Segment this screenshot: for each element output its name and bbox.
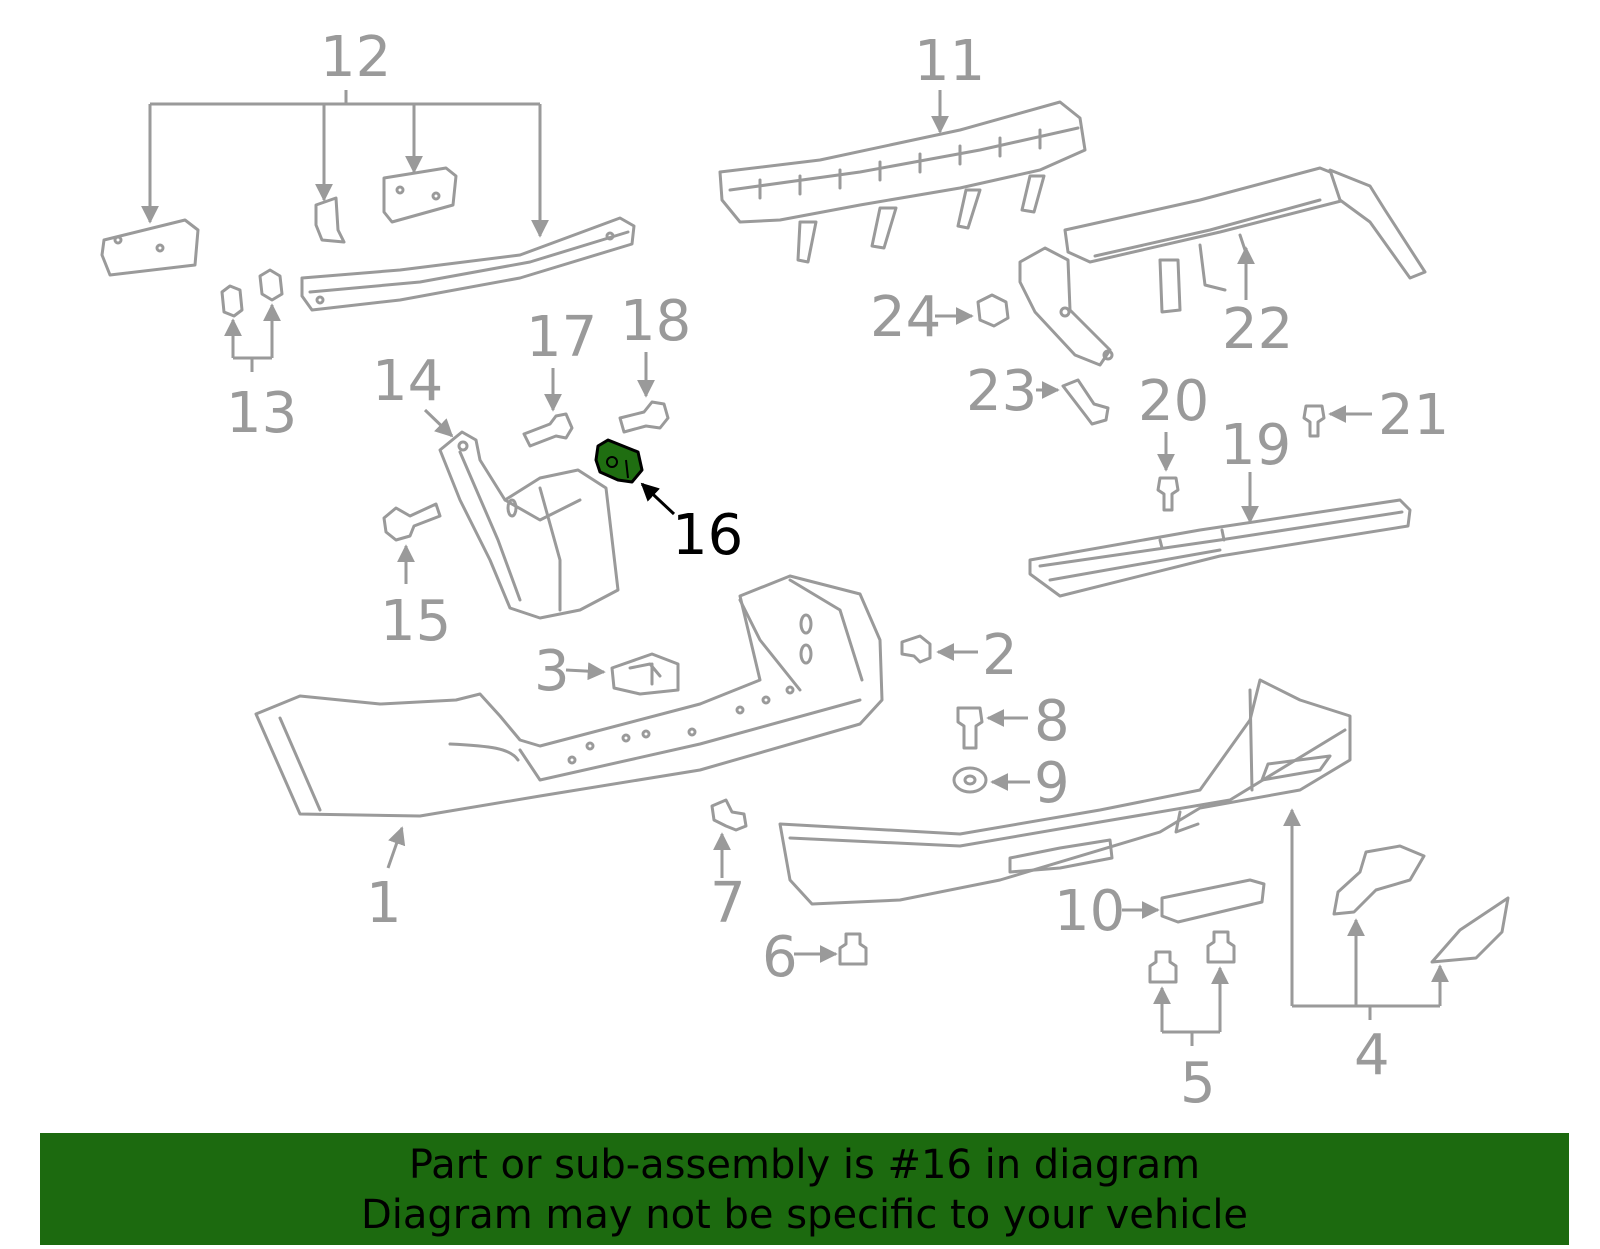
callout-8: 8 (1034, 689, 1070, 754)
reinforcement-bar (300, 216, 636, 312)
callout-21: 21 (1378, 383, 1449, 448)
part-2-group (900, 634, 978, 664)
part-23-group (1036, 378, 1110, 426)
nut-13b (258, 268, 284, 302)
bracket-small (314, 196, 346, 244)
bumper-cover (254, 574, 884, 818)
callout-14: 14 (372, 349, 443, 414)
callout-2: 2 (982, 623, 1018, 688)
corner-cover-a (1332, 844, 1426, 916)
banner-line-2: Diagram may not be specific to your vehi… (360, 1192, 1249, 1238)
callout-24: 24 (870, 285, 941, 350)
hitch-frame (1063, 166, 1347, 264)
pad-10 (1160, 878, 1266, 924)
side-bracket (438, 430, 620, 620)
part-7-group (710, 798, 748, 878)
part-3-group (565, 652, 680, 696)
corner-cover-b (1430, 896, 1510, 964)
callout-9: 9 (1034, 751, 1070, 816)
part-9-group (952, 766, 1030, 794)
nut-24 (976, 293, 1010, 328)
energy-absorber (718, 100, 1087, 224)
bracket-mid (382, 166, 458, 224)
part-21-group (1302, 404, 1372, 438)
step-bumper (778, 678, 1352, 906)
callout-7: 7 (710, 871, 746, 936)
part-11-group (718, 90, 1087, 264)
callout-16: 16 (672, 503, 743, 568)
part-4-group (778, 678, 1510, 1020)
callout-13: 13 (226, 381, 297, 446)
screw-18 (618, 400, 670, 434)
callout-17: 17 (526, 305, 597, 370)
callout-20: 20 (1138, 369, 1209, 434)
callout-10: 10 (1054, 879, 1125, 944)
callout-11: 11 (914, 29, 985, 94)
screw-5b (1206, 930, 1236, 964)
part-15-group (382, 502, 442, 584)
screw-5a (1148, 950, 1178, 984)
screw-2 (900, 634, 932, 664)
callout-22: 22 (1222, 297, 1293, 362)
callout-4: 4 (1354, 1023, 1390, 1088)
info-banner: Part or sub-assembly is #16 in diagram D… (40, 1133, 1569, 1245)
nut-13a (220, 284, 244, 318)
callout-1: 1 (366, 871, 402, 936)
part-20-group (1156, 432, 1180, 512)
callout-5: 5 (1180, 1051, 1216, 1116)
screw-6 (838, 932, 868, 966)
callout-15: 15 (380, 589, 451, 654)
part-1-group (254, 574, 884, 869)
part-16-group[interactable] (594, 438, 676, 516)
clip-17 (522, 412, 574, 448)
part-18-group (618, 352, 670, 434)
callout-3: 3 (534, 639, 570, 704)
callout-6: 6 (762, 925, 798, 990)
highlighted-part-16 (594, 438, 644, 484)
screw-21 (1302, 404, 1326, 438)
part-13-group (220, 268, 284, 372)
part-10-group (1122, 878, 1266, 924)
bolt-8 (956, 706, 984, 750)
part-14-group (423, 408, 620, 620)
banner-line-1: Part or sub-assembly is #16 in diagram (408, 1142, 1201, 1188)
screw-7 (710, 798, 748, 832)
push-clip-15 (382, 502, 442, 542)
part-19-group (1028, 472, 1412, 598)
bracket-left (100, 218, 200, 277)
callout-23: 23 (966, 359, 1037, 424)
screw-20 (1156, 476, 1180, 512)
step-pad (1028, 498, 1412, 598)
part-6-group (794, 932, 868, 966)
part-12-group (100, 90, 636, 312)
part-24-group (935, 293, 1010, 328)
bolt-23 (1061, 378, 1110, 426)
washer-9 (952, 766, 988, 794)
part-5-group (1148, 930, 1236, 1046)
part-17-group (522, 368, 574, 448)
bracket-3 (610, 652, 680, 696)
callout-18: 18 (620, 289, 691, 354)
callout-19: 19 (1220, 413, 1291, 478)
callout-12: 12 (320, 25, 391, 90)
part-8-group (956, 706, 1028, 750)
part-22-group (1018, 166, 1427, 367)
